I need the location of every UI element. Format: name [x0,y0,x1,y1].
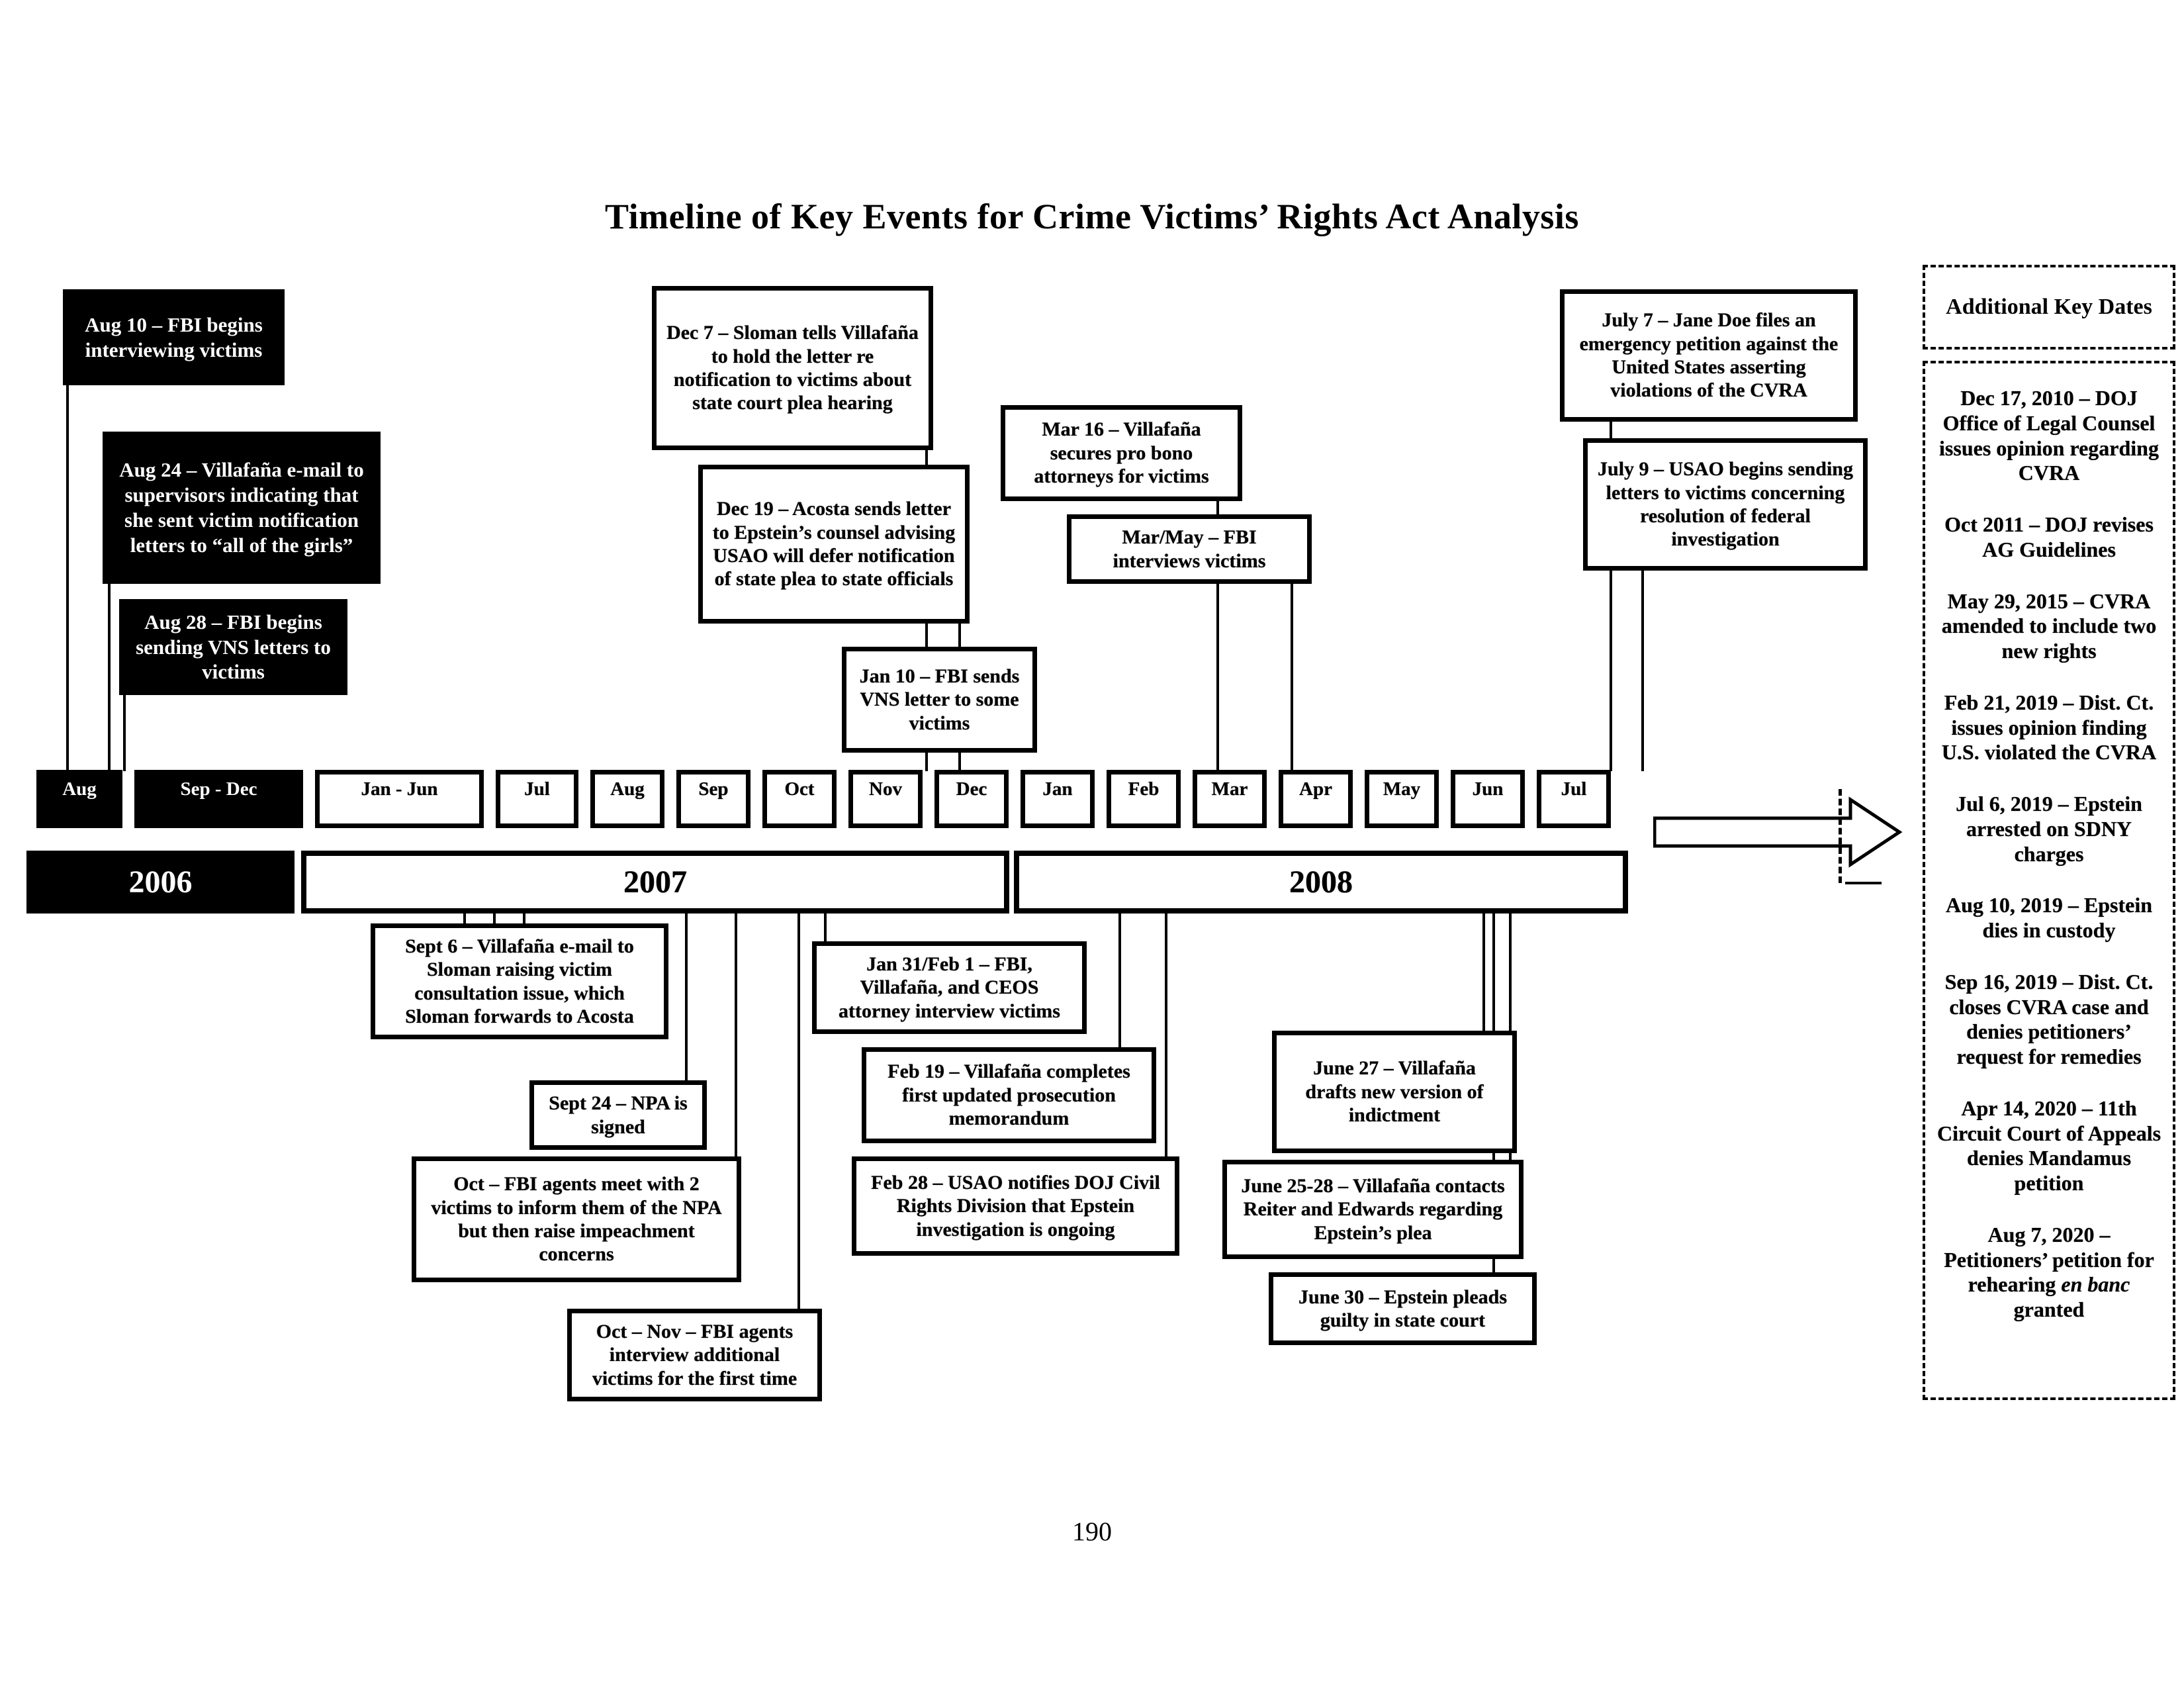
connector-line [1118,912,1121,1049]
timeline-month-cell: Jan - Jun [315,770,484,828]
event-box-oct-npa: Oct – FBI agents meet with 2 victims to … [412,1156,741,1282]
event-box-june25-28: June 25-28 – Villafaña contacts Reiter a… [1222,1160,1524,1259]
timeline-month-cell: Sep - Dec [134,770,303,828]
key-date-item: May 29, 2015 – CVRA amended to include t… [1941,588,2157,663]
key-date-item: Aug 7, 2020 – Petitioners’ petition for … [1934,1223,2163,1323]
event-box-mar-may: Mar/May – FBI interviews victims [1067,514,1312,584]
timeline-month-cell: Oct [762,770,837,828]
connector-line [108,583,111,771]
connector-line [685,912,688,1082]
event-box-june30: June 30 – Epstein pleads guilty in state… [1269,1272,1537,1345]
connector-line [123,694,126,771]
timeline-month-cell: Nov [848,770,923,828]
key-date-item: Apr 14, 2020 – 11th Circuit Court of App… [1936,1096,2161,1195]
connector-line [824,912,827,943]
connector-line [1845,882,1882,884]
connector-line [1165,912,1167,1158]
event-box-aug28: Aug 28 – FBI begins sending VNS letters … [119,599,347,695]
event-box-july7: July 7 – Jane Doe files an emergency pet… [1560,289,1858,422]
connector-line [463,912,466,925]
event-box-aug10: Aug 10 – FBI begins interviewing victims [63,289,285,385]
timeline-month-cell: Jul [496,770,578,828]
timeline-month-cell: Aug [590,770,664,828]
timeline-month-cell: Mar [1193,770,1267,828]
key-dates-panel: Dec 17, 2010 – DOJ Office of Legal Couns… [1923,361,2175,1400]
timeline-month-cell: Jun [1451,770,1525,828]
connector-line [1641,569,1644,771]
event-box-sept6: Sept 6 – Villafaña e-mail to Sloman rais… [371,923,668,1039]
key-date-item: Dec 17, 2010 – DOJ Office of Legal Couns… [1939,386,2159,485]
event-box-aug24: Aug 24 – Villafaña e-mail to supervisors… [103,432,381,584]
event-box-feb19: Feb 19 – Villafaña completes first updat… [862,1047,1156,1143]
event-box-july9: July 9 – USAO begins sending letters to … [1583,438,1868,571]
timeline-month-cell: Sep [676,770,751,828]
key-date-item: Sep 16, 2019 – Dist. Ct. closes CVRA cas… [1944,969,2154,1068]
page-number: 190 [1072,1517,1112,1546]
event-box-mar16: Mar 16 – Villafaña secures pro bono atto… [1001,405,1242,501]
year-bar-2008: 2008 [1014,851,1628,914]
event-box-dec7: Dec 7 – Sloman tells Villafaña to hold t… [652,286,933,450]
connector-line [1291,583,1293,771]
key-dates-header: Additional Key Dates [1923,265,2175,350]
connector-line [523,912,525,925]
flow-arrow-icon [1653,793,1905,874]
connector-line [66,385,69,771]
key-date-item: Aug 10, 2019 – Epstein dies in custody [1945,893,2153,942]
timeline-month-cell: May [1365,770,1439,828]
key-date-text: Aug 7, 2020 – Petitioners’ petition for … [1944,1222,2154,1297]
timeline-month-cell: Apr [1279,770,1353,828]
key-date-italic-text: en banc [2061,1272,2130,1297]
connector-line [1610,420,1612,771]
key-date-item: Feb 21, 2019 – Dist. Ct. issues opinion … [1941,690,2157,765]
timeline-month-cell: Jan [1021,770,1095,828]
year-bar-2007: 2007 [301,851,1009,914]
event-box-sept24: Sept 24 – NPA is signed [529,1080,707,1150]
timeline-month-cell: Feb [1107,770,1181,828]
event-box-oct-nov: Oct – Nov – FBI agents interview additio… [567,1309,822,1401]
event-box-june27: June 27 – Villafaña drafts new version o… [1272,1031,1517,1153]
event-box-jan31-feb1: Jan 31/Feb 1 – FBI, Villafaña, and CEOS … [812,941,1087,1034]
connector-line [1216,500,1219,771]
event-box-jan10: Jan 10 – FBI sends VNS letter to some vi… [842,647,1037,753]
dashed-connector-line [1839,789,1842,883]
key-date-item: Jul 6, 2019 – Epstein arrested on SDNY c… [1956,792,2142,866]
key-date-text: granted [2013,1297,2085,1321]
timeline-month-cell: Aug [36,770,122,828]
connector-line [493,912,496,925]
event-box-dec19: Dec 19 – Acosta sends letter to Epstein’… [698,465,970,624]
event-box-feb28: Feb 28 – USAO notifies DOJ Civil Rights … [852,1156,1179,1256]
key-date-item: Oct 2011 – DOJ revises AG Guidelines [1944,512,2154,561]
connector-line [735,912,737,1160]
timeline-month-cell: Dec [934,770,1009,828]
connector-line [797,912,800,1311]
year-bar-2006: 2006 [26,851,295,914]
timeline-month-cell: Jul [1537,770,1611,828]
page-title: Timeline of Key Events for Crime Victims… [605,197,1579,236]
connector-line [1482,912,1485,1033]
